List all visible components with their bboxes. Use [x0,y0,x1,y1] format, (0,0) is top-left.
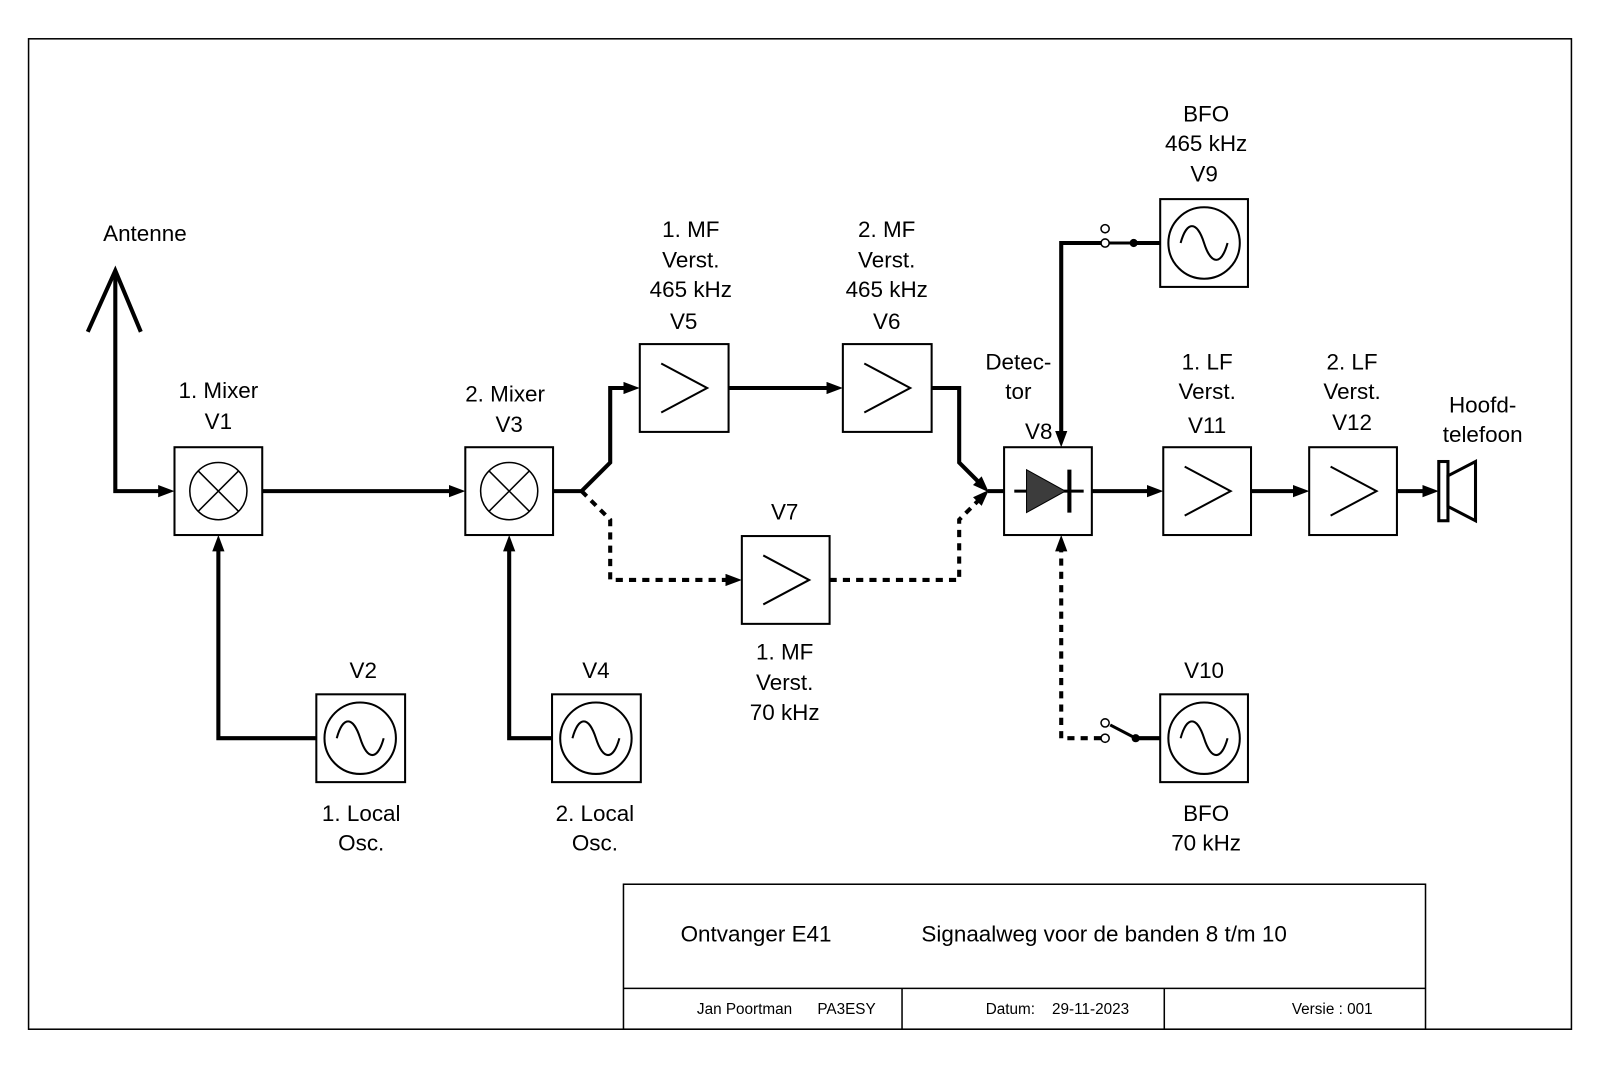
wire-antenna-to-mixer-1 [113,270,175,498]
if-amplifier-70khz-label-line-2: Verst. [756,670,813,695]
if-amplifier-70khz-box [740,535,831,625]
oscillator-icon [1167,701,1241,775]
if-amplifier-70khz: V7 1. MF Verst. 70 kHz [740,500,831,725]
af-amplifier-2: 2. LF Verst. V12 [1308,350,1398,537]
amplifier-icon [1330,465,1379,517]
local-oscillator-2-label-line-2: Osc. [572,831,618,856]
title-block-dividers [623,987,1426,1030]
af-amplifier-2-box [1308,446,1398,537]
wire-if-amp-70-to-detector [829,490,989,582]
if-amplifier-2-465khz-label-line-2: Verst. [858,248,915,273]
if-amplifier-1-465khz-label-line-3: 465 kHz [650,277,732,302]
if-amplifier-2-465khz: 2. MF Verst. 465 kHz V6 [841,217,933,433]
author-callsign: PA3ESY [817,1001,875,1018]
local-oscillator-2-tube: V4 [582,658,609,683]
bfo-70khz: V10 BFO 70 kHz [1159,658,1249,856]
detector-tube: V8 [1025,419,1052,444]
amplifier-icon [1184,465,1233,517]
local-oscillator-2-label-line-1: 2. Local [556,801,635,826]
title-block: Ontvanger E41 Signaalweg voor de banden … [622,883,1427,1030]
if-amplifier-1-465khz-label-line-2: Verst. [662,248,719,273]
af-amplifier-1: 1. LF Verst. V11 [1162,350,1253,537]
if-amplifier-1-465khz-box [638,343,730,433]
wire-bfo-465khz-to-detector [1055,240,1102,448]
diode-icon [1014,468,1084,514]
if-amplifier-70khz-label-line-1: 1. MF [756,640,813,665]
amplifier-icon [660,362,710,414]
bfo-465khz-switch-icon [1100,223,1161,248]
wire-mixer-2-to-if-amp-70 [580,489,742,587]
if-amplifier-1-465khz-tube: V5 [670,309,697,334]
headphones-label-line-2: telefoon [1443,422,1523,447]
mixer-1-tube: V1 [205,409,232,434]
bfo-465khz: BFO 465 kHz V9 [1159,101,1249,288]
detector-label-line-1: Detec- [985,350,1051,375]
af-amplifier-1-label-line-2: Verst. [1178,379,1235,404]
local-oscillator-1-label-line-2: Osc. [338,831,384,856]
mixer-icon [479,461,539,521]
headphones-label-line-1: Hoofd- [1449,392,1516,417]
amplifier-icon [863,362,913,414]
date-label: Datum: [986,1001,1035,1018]
mixer-1-label: 1. Mixer [178,378,258,403]
af-amplifier-1-tube: V11 [1188,413,1226,438]
bfo-465khz-tube: V9 [1190,162,1217,187]
if-amplifier-2-465khz-tube: V6 [873,309,900,334]
af-amplifier-1-box [1162,446,1253,537]
wire-mixer-2-to-if-amp-465 [553,381,640,494]
antenna: Antenne [85,221,187,333]
bfo-70khz-tube: V10 [1184,658,1224,683]
mixer-2: 2. Mixer V3 [464,381,555,537]
oscillator-icon [559,701,633,775]
if-amplifier-70khz-label-line-3: 70 kHz [750,700,820,725]
if-amplifier-2-465khz-label-line-3: 465 kHz [846,277,928,302]
local-oscillator-1: V2 1. Local Osc. [315,658,407,856]
local-oscillator-1-label-line-1: 1. Local [322,801,401,826]
if-amplifier-1-465khz-label-line-1: 1. MF [662,217,719,242]
antenna-label: Antenne [103,221,187,246]
wire-local-oscillator-1-to-mixer-1 [212,535,317,741]
version: Versie : 001 [1292,1001,1373,1018]
local-oscillator-2: V4 2. Local Osc. [551,658,642,856]
wire-if-amp-2-to-detector [931,385,989,493]
if-amplifier-70khz-tube: V7 [771,500,798,525]
date-value: 29-11-2023 [1052,1001,1129,1018]
if-amplifier-1-465khz: 1. MF Verst. 465 kHz V5 [638,217,732,433]
af-amplifier-2-label-line-1: 2. LF [1326,350,1377,375]
amplifier-icon [762,554,812,606]
drawing-subject: Signaalweg voor de banden 8 t/m 10 [921,921,1286,946]
bfo-465khz-label-line-1: BFO [1183,101,1229,126]
bfo-70khz-switch-icon [1100,718,1161,744]
oscillator-icon [1167,206,1241,280]
oscillator-icon [323,701,397,775]
mixer-1: 1. Mixer V1 [173,378,264,537]
local-oscillator-1-tube: V2 [350,658,377,683]
af-amplifier-1-label-line-1: 1. LF [1182,350,1233,375]
if-amplifier-2-465khz-label-line-1: 2. MF [858,217,915,242]
device-name: Ontvanger E41 [681,921,832,946]
mixer-icon [189,461,248,521]
author-name: Jan Poortman [697,1001,792,1018]
wire-local-oscillator-2-to-mixer-2 [503,535,553,741]
mixer-2-tube: V3 [495,412,522,437]
bfo-70khz-label-line-2: 70 kHz [1171,831,1241,856]
bfo-465khz-label-line-2: 465 kHz [1165,131,1247,156]
detector-label-line-2: tor [1005,379,1032,404]
headphones: Hoofd- telefoon [1437,392,1523,524]
af-amplifier-2-tube: V12 [1332,410,1372,435]
af-amplifier-2-label-line-2: Verst. [1323,379,1380,404]
speaker-icon [1437,458,1478,524]
wire-bfo-70khz-to-detector [1055,535,1102,741]
if-amplifier-2-465khz-box [841,343,933,433]
bfo-70khz-label-line-1: BFO [1183,801,1229,826]
detector: Detec- tor V8 [985,350,1093,537]
title-block-frame [622,883,1427,1030]
mixer-2-label: 2. Mixer [465,381,545,406]
